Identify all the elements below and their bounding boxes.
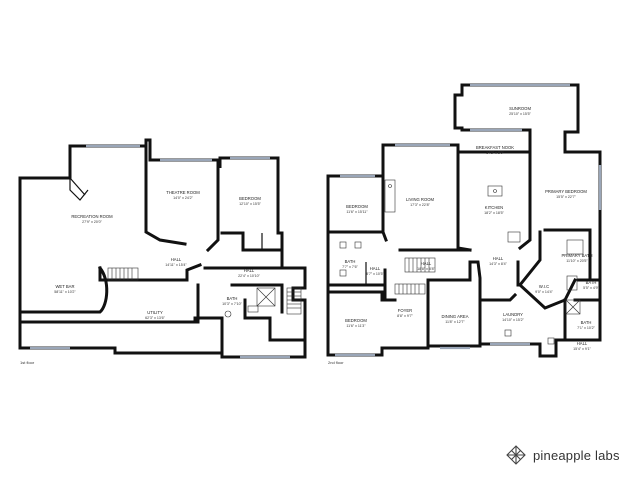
- room-label: PRIMARY BEDROOM: [545, 189, 587, 194]
- room-dimensions: 15'4" x 9'1": [573, 347, 591, 351]
- room-label: HALL: [244, 268, 255, 273]
- room-dimensions: 18'2" x 18'5": [484, 211, 504, 215]
- room-label: DINING AREA: [442, 314, 469, 319]
- room-dimensions: 14'10" x 15'2": [502, 318, 524, 322]
- room-label: SUNROOM: [509, 106, 531, 111]
- pineapple-labs-logo-icon: [506, 445, 526, 465]
- floor-plan-1st-floor: [18, 138, 307, 359]
- kitchen-and-bath-fixtures: [339, 179, 584, 345]
- room-label: HALL: [421, 261, 432, 266]
- room-label: KITCHEN: [485, 205, 503, 210]
- floor-label-2nd: 2nd floor: [328, 360, 344, 365]
- room-label: FOYER: [398, 308, 412, 313]
- room-dimensions: 17'3" x 22'8": [410, 203, 430, 207]
- brand-name: pineapple labs: [533, 447, 620, 463]
- room-label: BEDROOM: [346, 204, 368, 209]
- room-label: UTILITY: [147, 310, 163, 315]
- room-dimensions: 14'3" x 8'4": [489, 262, 507, 266]
- room-dimensions: 62'3" x 13'6": [145, 316, 165, 320]
- room-label: BATH: [345, 259, 356, 264]
- room-dimensions: 27'9" x 20'0": [82, 220, 102, 224]
- room-label: BATH: [581, 320, 592, 325]
- room-label: BATH: [227, 296, 238, 301]
- room-label: BEDROOM: [239, 196, 261, 201]
- room-dimensions: 14'3" x 8'0": [486, 151, 504, 155]
- room-label: HALL: [493, 256, 504, 261]
- room-dimensions: 11'6" x 15'11": [346, 210, 368, 214]
- room-label: BREAKFAST NOOK: [476, 145, 514, 150]
- room-dimensions: 11'6" x 11'3": [346, 324, 366, 328]
- room-dimensions: 22'4" x 10'10": [238, 274, 260, 278]
- room-dimensions: 7'1" x 10'2": [577, 326, 595, 330]
- room-label: BEDROOM: [345, 318, 367, 323]
- room-label: BATH: [586, 280, 597, 285]
- room-dimensions: 18'8" x 8'8": [417, 267, 435, 271]
- room-label: HALL: [171, 257, 182, 262]
- room-label: W.I.C: [539, 284, 549, 289]
- room-label: WET BAR: [55, 284, 74, 289]
- room-dimensions: 12'10" x 15'5": [239, 202, 261, 206]
- staircase-1st-floor: [107, 267, 302, 315]
- room-dimensions: 25'10" x 15'5": [509, 112, 531, 116]
- room-dimensions: 5'5" x 4'9": [583, 286, 599, 290]
- room-dimensions: 10'3" x 7'10": [222, 302, 242, 306]
- room-label: HALL: [370, 266, 381, 271]
- brand-logo: pineapple labs: [505, 444, 620, 466]
- floor-label-1st: 1st floor: [20, 360, 35, 365]
- room-dimensions: 14'11" x 15'4": [165, 263, 187, 267]
- room-dimensions: 11'10" x 20'5": [566, 259, 588, 263]
- floor-plan-2nd-floor: [326, 83, 602, 358]
- bath-fixtures-1st-floor: [224, 287, 276, 318]
- room-dimensions: 9'0" x 14'4": [535, 290, 553, 294]
- room-label: LAUNDRY: [503, 312, 523, 317]
- room-dimensions: 15'5" x 22'7": [556, 195, 576, 199]
- room-dimensions: 8'7" x 10'5": [366, 272, 384, 276]
- room-dimensions: 14'0" x 24'2": [173, 196, 193, 200]
- staircase-2nd-floor: [394, 257, 436, 295]
- room-label: LIVING ROOM: [406, 197, 434, 202]
- room-dimensions: 11'8" x 12'7": [445, 320, 465, 324]
- room-label: PRIMARY BATH: [562, 253, 593, 258]
- room-label: RECREATION ROOM: [71, 214, 113, 219]
- room-dimensions: 7'7" x 7'6": [342, 265, 358, 269]
- room-dimensions: 8'8" x 9'7": [397, 314, 413, 318]
- room-label: HALL: [577, 341, 588, 346]
- room-dimensions: 58'11" x 10'2": [54, 290, 76, 294]
- room-label: THEATRE ROOM: [166, 190, 200, 195]
